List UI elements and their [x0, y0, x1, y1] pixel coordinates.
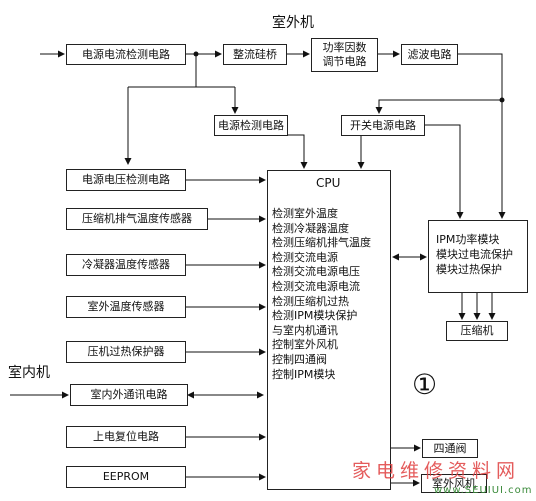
ipm-module-text: IPM功率模块 模块过电流保护 模块过热保护 — [436, 232, 513, 277]
cpu-function-item: 与室内机通讯 — [272, 323, 338, 337]
compressor-overheat-protector-block: 压机过热保护器 — [66, 341, 186, 363]
cpu-function-item: 检测冷凝器温度 — [272, 221, 349, 235]
cpu-function-item: 控制室外风机 — [272, 338, 338, 352]
ipm-line: 模块过热保护 — [436, 263, 502, 276]
indoor-unit-title: 室内机 — [8, 365, 50, 381]
cpu-function-item: 检测交流电源电压 — [272, 265, 360, 279]
cpu-function-item: 检测IPM模块保护 — [272, 309, 358, 323]
cpu-title: CPU — [316, 176, 341, 190]
filter-block: 滤波电路 — [401, 44, 458, 65]
cpu-function-list: 检测室外温度 检测冷凝器温度 检测压缩机排气温度 检测交流电源 检测交流电源电压… — [272, 207, 371, 382]
rectifier-bridge-block: 整流硅桥 — [223, 44, 287, 65]
cpu-function-item: 检测交流电源 — [272, 250, 338, 264]
reset-circuit-block: 上电复位电路 — [66, 426, 186, 448]
ipm-line: IPM功率模块 — [436, 233, 500, 246]
pfc-block: 功率因数 调节电路 — [311, 38, 378, 72]
cpu-function-item: 控制四通阀 — [272, 352, 327, 366]
switching-power-block: 开关电源电路 — [341, 115, 425, 136]
power-current-detect-block: 电源电流检测电路 — [66, 44, 186, 65]
comm-circuit-block: 室内外通讯电路 — [70, 384, 188, 406]
cpu-function-item: 检测压缩机排气温度 — [272, 236, 371, 250]
cpu-function-item: 检测压缩机过热 — [272, 294, 349, 308]
compressor-exhaust-temp-sensor-block: 压缩机排气温度传感器 — [66, 208, 208, 230]
cpu-function-item: 检测室外温度 — [272, 207, 338, 220]
eeprom-block: EEPROM — [66, 466, 186, 488]
outdoor-fan-block: 室外风机 — [421, 474, 487, 493]
power-detect-block: 电源检测电路 — [214, 115, 288, 136]
ipm-line: 模块过电流保护 — [436, 248, 513, 261]
cpu-function-item: 检测交流电源电流 — [272, 279, 360, 293]
cpu-function-item: 控制IPM模块 — [272, 367, 336, 381]
cpu-block — [267, 170, 391, 490]
four-way-valve-block: 四通阀 — [422, 439, 478, 458]
ipm-module-block — [428, 220, 528, 293]
compressor-block: 压缩机 — [446, 321, 508, 341]
watermark-text: 家电维修资料网 — [352, 460, 521, 482]
condenser-temp-sensor-block: 冷凝器温度传感器 — [66, 254, 186, 276]
outdoor-unit-title: 室外机 — [272, 15, 314, 31]
outdoor-temp-sensor-block: 室外温度传感器 — [66, 296, 186, 318]
watermark-url: www.SEUIUI.com — [434, 485, 533, 496]
voltage-detect-block: 电源电压检测电路 — [66, 169, 186, 191]
figure-marker: ① — [412, 368, 438, 401]
